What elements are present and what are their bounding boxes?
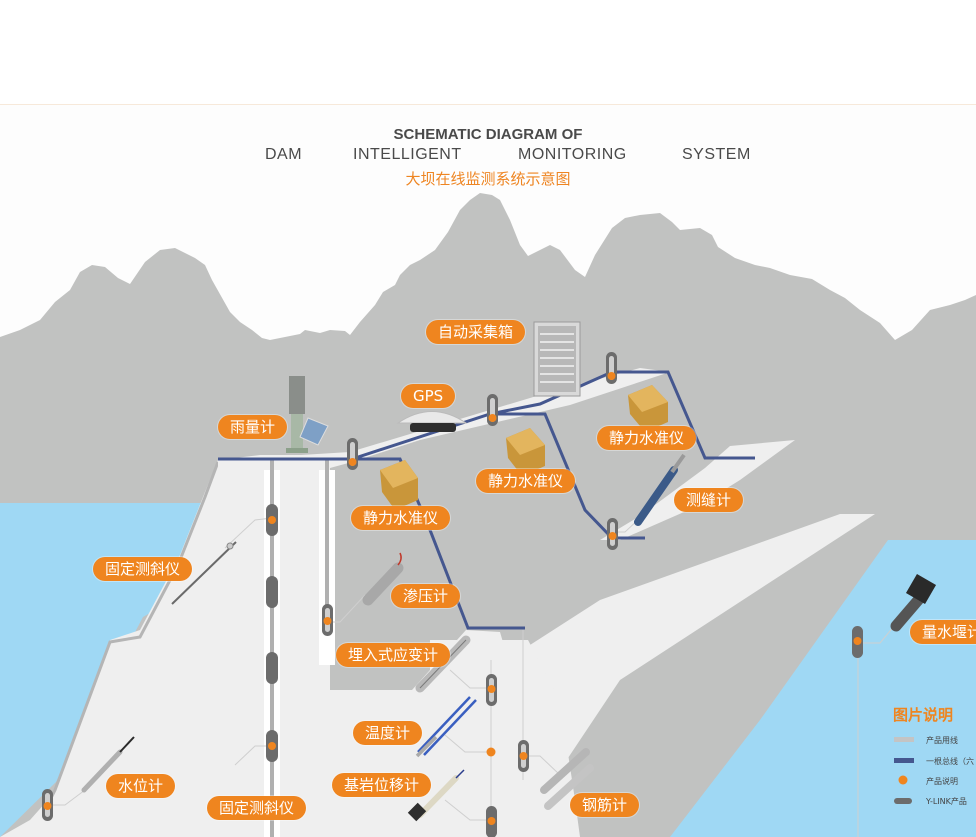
rain-gauge-icon	[286, 376, 329, 453]
ylink-capsule	[606, 352, 617, 384]
shaft-2-cable	[325, 460, 329, 630]
dam-upstream-edge	[43, 461, 220, 811]
label-fixed-inclinometer-1: 固定测斜仪	[93, 557, 193, 581]
label-thermometer: 温度计	[353, 721, 423, 745]
ylink-capsule	[607, 518, 618, 550]
title-word-monitoring: MONITORING	[518, 146, 627, 163]
ylink-capsule	[266, 504, 278, 536]
label-hydrostatic-level-1: 静力水准仪	[351, 506, 451, 530]
piezometer-icon	[362, 552, 404, 606]
label-bedrock-extensometer: 基岩位移计	[332, 773, 432, 797]
fixed-inclinometer-icon	[171, 541, 237, 605]
legend-swatch-bus-line	[894, 758, 914, 763]
legend-swatch-ylink-capsule	[894, 798, 912, 804]
title-line-1: SCHEMATIC DIAGRAM OF	[393, 126, 583, 143]
ylink-capsule	[518, 740, 529, 772]
crack-meter-icon	[634, 453, 686, 526]
legend-item-product-note: 产品说明	[926, 777, 958, 786]
legend-swatch-product-line	[894, 737, 914, 742]
label-rebar-meter: 钢筋计	[570, 793, 640, 817]
ylink-capsule	[852, 626, 863, 658]
ylink-capsule	[322, 604, 333, 636]
title-chinese: 大坝在线监测系统示意图	[405, 170, 571, 188]
gps-antenna-icon	[396, 411, 468, 432]
ylink-capsules	[42, 352, 863, 837]
water-level-gauge-icon	[81, 736, 135, 793]
ylink-capsule	[266, 652, 278, 684]
label-hydrostatic-level-3: 静力水准仪	[597, 426, 697, 450]
header-separator	[0, 104, 976, 105]
label-weir-meter: 量水堰计	[910, 620, 976, 644]
product-dot	[486, 747, 496, 757]
legend-title: 图片说明	[893, 706, 954, 724]
title-word-intelligent: INTELLIGENT	[353, 146, 462, 163]
label-strain-gauge: 埋入式应变计	[336, 643, 451, 667]
legend-item-bus-line: 一根总线（六	[926, 757, 974, 766]
shaft-1-cable	[270, 460, 274, 837]
hydrostatic-level-box-icon	[628, 385, 668, 432]
legend-swatch-product-dot	[898, 775, 908, 785]
label-piezometer: 渗压计	[391, 584, 461, 608]
thermometer-icon	[415, 696, 477, 758]
title-word-system: SYSTEM	[682, 146, 751, 163]
title-word-dam: DAM	[265, 146, 303, 163]
ylink-capsule	[487, 394, 498, 426]
bedrock-extensometer-icon	[407, 769, 465, 822]
ylink-capsule	[486, 806, 497, 837]
legend-item-product-line: 产品用线	[926, 736, 958, 745]
ylink-capsule	[42, 789, 53, 821]
top-blank-band	[0, 0, 976, 104]
ylink-capsule	[266, 730, 278, 762]
label-hydrostatic-level-2: 静力水准仪	[476, 469, 576, 493]
label-crack-meter: 测缝计	[674, 488, 744, 512]
weir-meter-icon	[890, 573, 937, 632]
legend-item-ylink-product: Y-LINK产品	[926, 797, 967, 806]
label-fixed-inclinometer-2: 固定测斜仪	[207, 796, 307, 820]
ylink-capsule	[347, 438, 358, 470]
hydrostatic-level-box-icon	[380, 460, 418, 510]
data-logger-cabinet-icon	[533, 321, 581, 397]
label-water-level-gauge: 水位计	[106, 774, 176, 798]
label-data-logger: 自动采集箱	[426, 320, 526, 344]
rebar-meter-icon	[540, 748, 594, 810]
ylink-capsule	[266, 576, 278, 608]
label-rain-gauge: 雨量计	[218, 415, 288, 439]
ylink-capsule	[486, 674, 497, 706]
hydrostatic-level-box-icon	[506, 428, 545, 476]
label-gps: GPS	[401, 384, 456, 408]
